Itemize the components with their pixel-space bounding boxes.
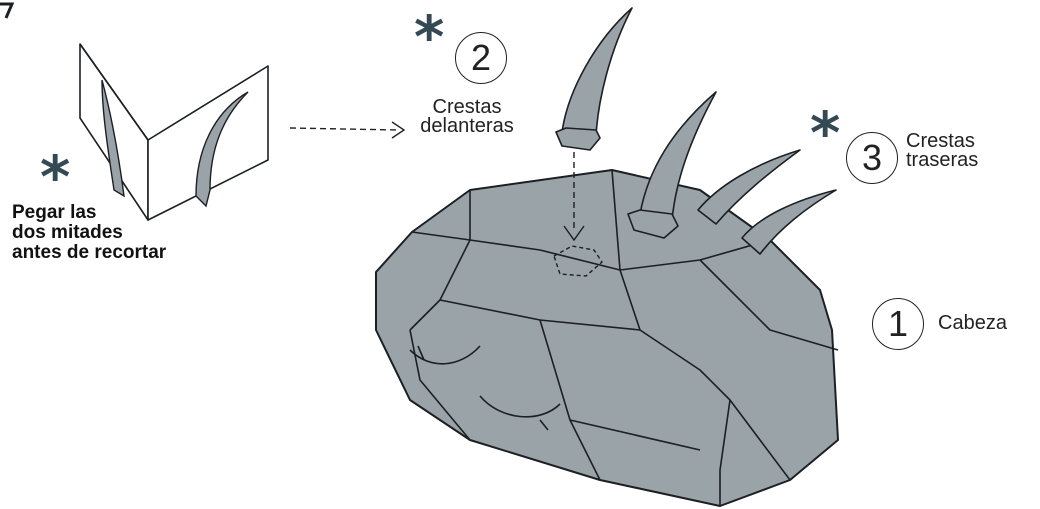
glue-instruction-line: dos mitades <box>12 223 166 243</box>
step-1-label-line: Cabeza <box>938 314 1028 333</box>
glue-instruction: Pegar las dos mitades antes de recortar <box>12 203 166 263</box>
asterisk-note: * <box>40 148 70 206</box>
step-1-number: 1 <box>872 298 924 350</box>
asterisk-step-3: * <box>810 104 840 162</box>
glue-instruction-line: antes de recortar <box>12 243 166 263</box>
dashed-arrow-right <box>290 122 404 138</box>
step-3-label-line: traseras <box>906 151 1002 170</box>
step-2-label: Crestas delanteras <box>412 98 522 136</box>
step-1-label: Cabeza <box>938 314 1028 333</box>
step-3-number: 3 <box>846 132 898 184</box>
step-2-label-line: delanteras <box>412 117 522 136</box>
step-3-label: Crestas traseras <box>906 132 1002 170</box>
front-crest-piece <box>556 8 632 150</box>
corner-mark <box>0 4 12 18</box>
asterisk-step-2: * <box>414 8 444 66</box>
glue-instruction-line: Pegar las <box>12 203 166 223</box>
step-2-number: 2 <box>455 32 507 84</box>
